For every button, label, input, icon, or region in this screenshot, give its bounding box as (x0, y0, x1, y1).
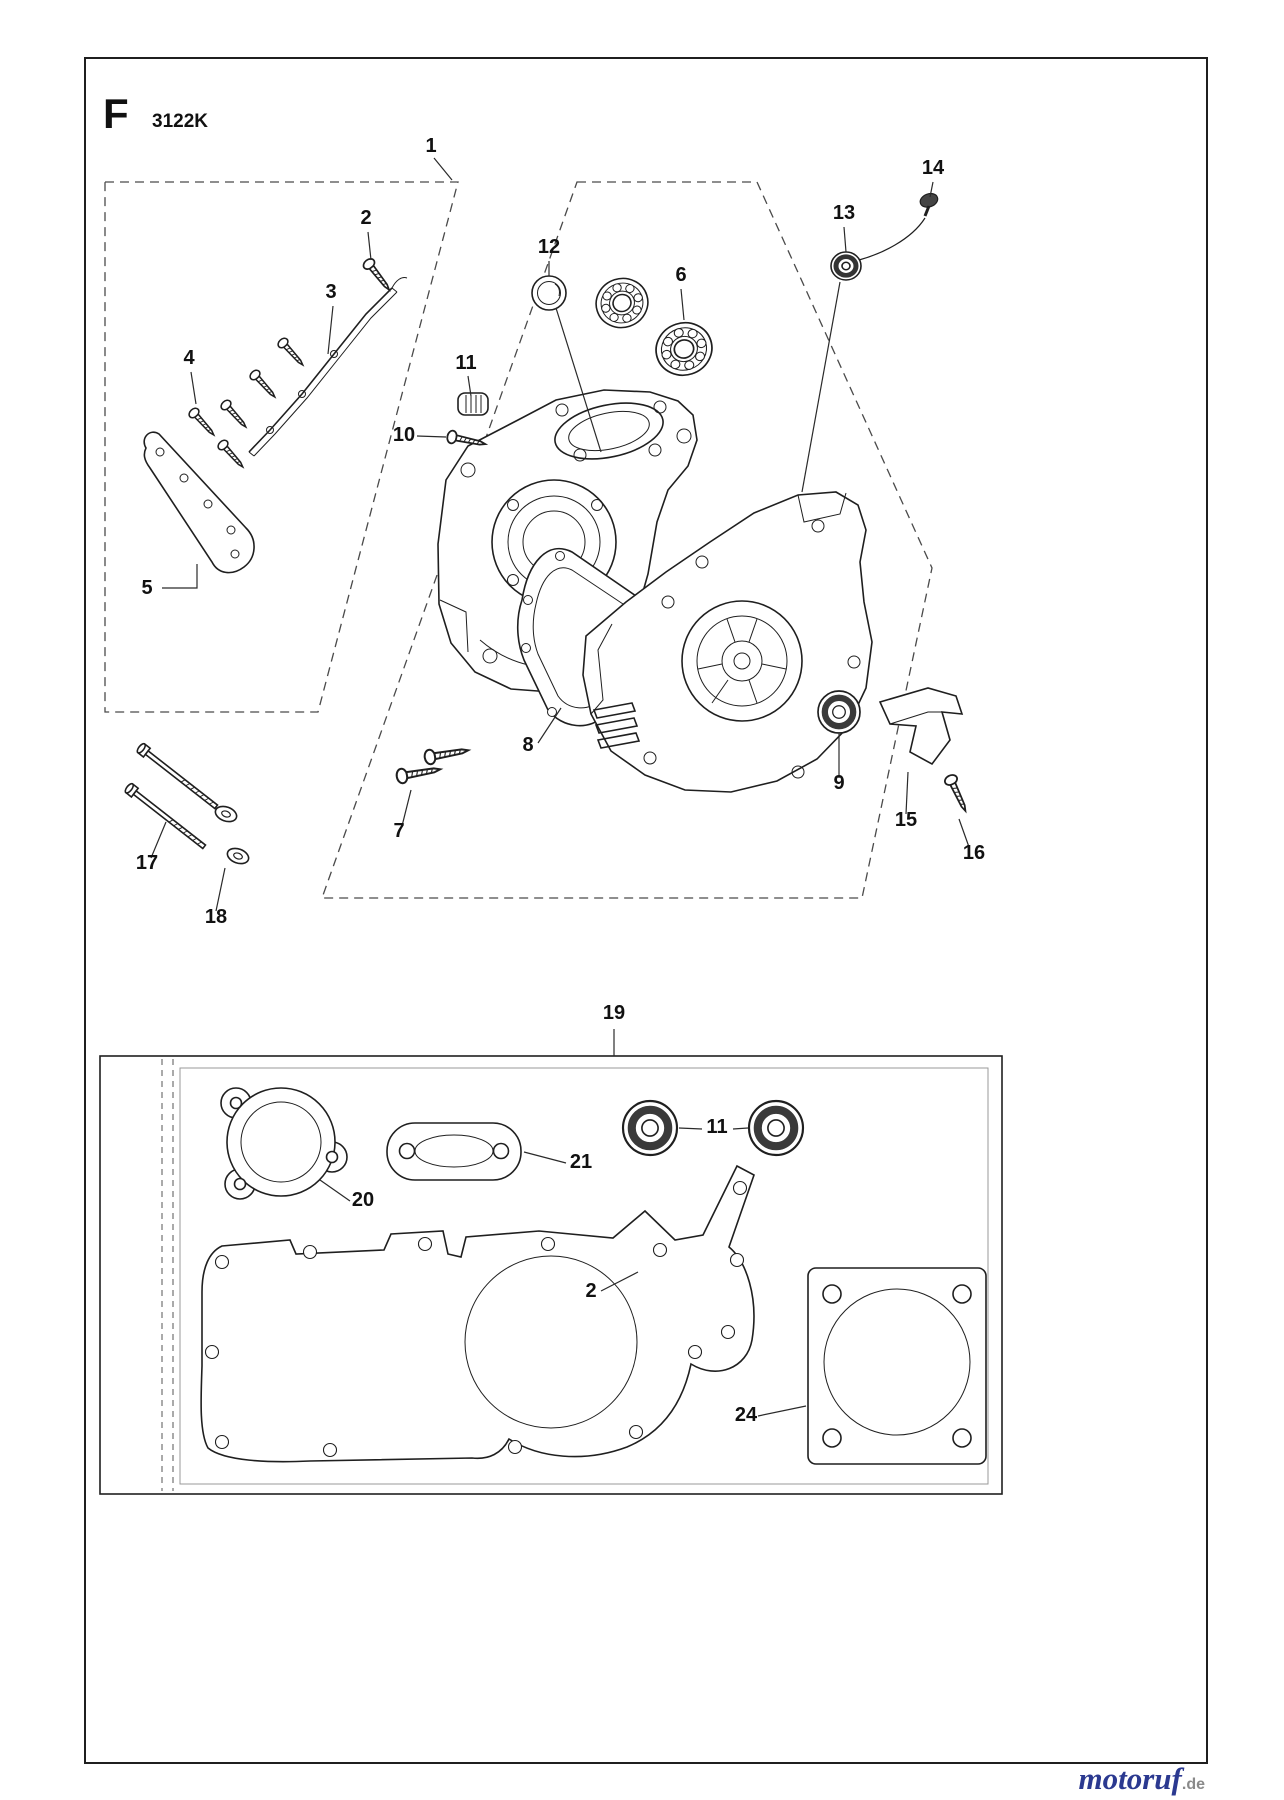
callout-16: 16 (963, 842, 985, 864)
figure-letter: F (103, 90, 129, 137)
callout-10: 10 (393, 424, 415, 446)
part-16-screw-drawing (942, 772, 973, 815)
part-18-washers-drawing (212, 802, 252, 868)
part-5-gasket-strip-drawing (143, 431, 255, 574)
part-2-screw-drawing (360, 255, 395, 295)
watermark-brand: motoruf (1079, 1761, 1185, 1796)
callout-17: 17 (136, 852, 158, 874)
callout-15: 15 (895, 809, 917, 831)
crankcase-right-half-drawing (582, 491, 873, 793)
callout-7: 7 (393, 820, 404, 842)
callout-8: 8 (522, 734, 533, 756)
leader-lines (150, 157, 970, 1417)
part-2-gasket-bottom-drawing (200, 1164, 755, 1463)
gasket-kit-box (99, 1055, 1003, 1495)
callout-21: 21 (570, 1151, 592, 1173)
callout-19: 19 (603, 1002, 625, 1024)
dashed-region-left (104, 181, 459, 713)
watermark-logo: motoruf.de (1079, 1761, 1206, 1796)
callout-2-bottom: 2 (585, 1280, 596, 1302)
frame-border (84, 57, 1208, 1764)
part-9-seal-drawing (818, 691, 860, 733)
callout-24: 24 (735, 1404, 758, 1426)
callout-18: 18 (205, 906, 227, 928)
callout-12: 12 (538, 236, 560, 258)
part-24-gasket-drawing (807, 1267, 987, 1465)
callout-2: 2 (360, 207, 371, 229)
part-21-gasket-drawing (386, 1122, 522, 1181)
callout-6: 6 (675, 264, 686, 286)
part-14-valve-drawing (858, 192, 939, 261)
callout-labels: 1 2 3 4 5 6 7 8 9 10 11 12 13 14 15 16 1… (136, 135, 985, 1426)
model-code: 3122K (152, 111, 208, 132)
callout-5: 5 (141, 577, 152, 599)
part-3-bracket-drawing (248, 277, 408, 457)
callout-4: 4 (183, 347, 195, 369)
callout-1: 1 (425, 135, 436, 157)
callout-9: 9 (833, 772, 844, 794)
part-7-screws-drawing (394, 742, 471, 786)
part-17-bolts-drawing (123, 741, 221, 852)
callout-3: 3 (325, 281, 336, 303)
part-12-ring-drawing (531, 275, 567, 311)
callout-13: 13 (833, 202, 855, 224)
part-6-bearings-drawing (588, 270, 720, 384)
callout-11: 11 (455, 352, 476, 374)
part-13-seal-drawing (830, 251, 862, 281)
part-11-plug-drawing (457, 392, 489, 416)
watermark-tld: .de (1182, 1776, 1205, 1793)
callout-20: 20 (352, 1189, 374, 1211)
dashed-region-main (321, 181, 933, 899)
part-20-gasket-drawing (220, 1087, 348, 1200)
callout-11-bottom: 11 (706, 1116, 727, 1138)
part-15-guide-plate-drawing (878, 687, 964, 766)
callout-14: 14 (922, 157, 945, 179)
